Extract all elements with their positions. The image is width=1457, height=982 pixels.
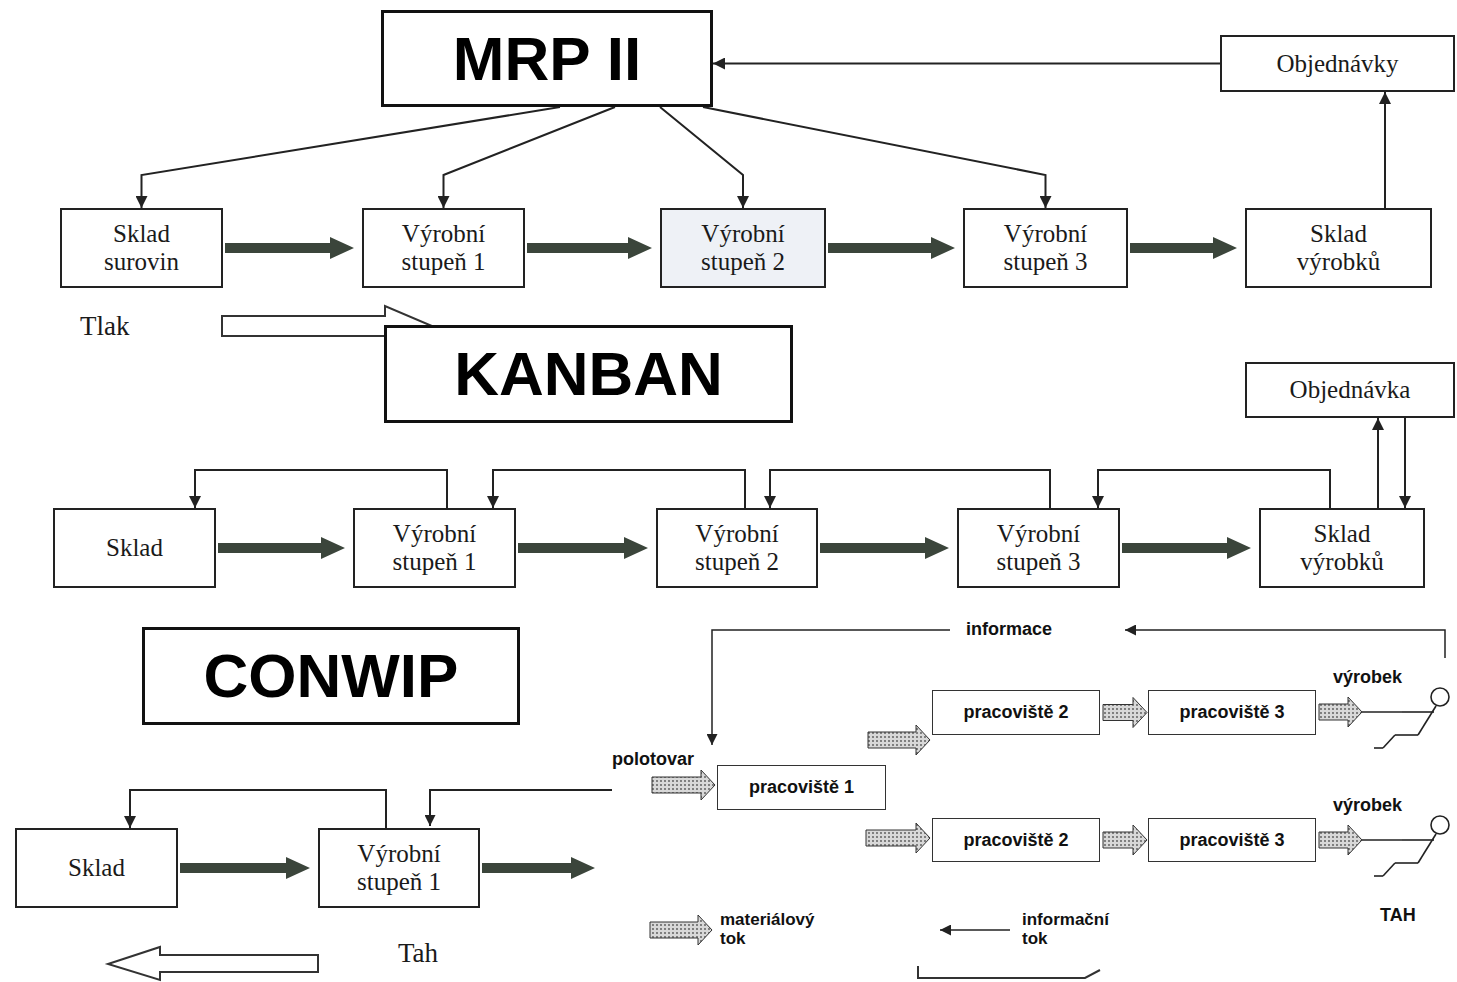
input-label: polotovar [612, 749, 694, 770]
kanban-signal [1098, 470, 1330, 508]
box-label: Sklad surovin [87, 220, 197, 276]
workstation-box: pracoviště 1 [717, 765, 886, 810]
storage-box: Sklad výrobků [1245, 208, 1432, 288]
box-label: Výrobní stupeň 3 [983, 220, 1108, 276]
material-arrow [518, 537, 648, 559]
box-label: Výrobní stupeň 2 [681, 220, 806, 276]
box-label: Výrobní stupeň 2 [675, 520, 800, 576]
material-arrow [527, 237, 652, 259]
info-arrow [444, 107, 616, 208]
workstation-box: pracoviště 2 [932, 818, 1100, 862]
storage-box: Sklad [53, 508, 216, 588]
info-arrow [703, 107, 1046, 208]
pull-arrow-fragment [918, 966, 1100, 978]
method-title: KANBAN [384, 325, 793, 423]
box-label: pracoviště 1 [749, 777, 854, 798]
info-line [430, 790, 612, 826]
stage-box: Výrobní stupeň 3 [963, 208, 1128, 288]
box-label: Výrobní stupeň 3 [976, 520, 1101, 576]
workstation-box: pracoviště 3 [1148, 690, 1316, 735]
order-box: Objednávky [1220, 35, 1455, 92]
stage-box: Výrobní stupeň 1 [362, 208, 525, 288]
material-arrow [1122, 537, 1251, 559]
pulling-figure [1362, 688, 1449, 748]
material-arrow [866, 823, 930, 853]
material-arrow [1319, 697, 1362, 727]
pull-label: Tah [398, 938, 438, 969]
material-arrow [828, 237, 955, 259]
legend-text: informační tok [1022, 911, 1122, 948]
material-arrow [218, 537, 345, 559]
method-title: MRP II [381, 10, 713, 107]
box-label: pracoviště 2 [963, 702, 1068, 723]
box-label: Sklad výrobků [1271, 220, 1406, 276]
box-label: Výrobní stupeň 1 [381, 220, 506, 276]
output-label: výrobek [1333, 667, 1402, 688]
order-box: Objednávka [1245, 362, 1455, 418]
info-arrow [1384, 92, 1386, 208]
info-arrow [660, 107, 743, 208]
info-arrow [713, 63, 1220, 65]
legend-swatch [940, 929, 1010, 931]
info-arrow [1377, 418, 1379, 508]
box-label: pracoviště 3 [1179, 702, 1284, 723]
kanban-signal [130, 790, 386, 828]
box-label: Výrobní stupeň 1 [372, 520, 497, 576]
material-arrow [180, 857, 310, 879]
info-label: informace [966, 619, 1052, 640]
material-arrow [820, 537, 949, 559]
material-arrow [1319, 825, 1362, 855]
box-label: Objednávky [1276, 50, 1398, 78]
method-title: CONWIP [142, 627, 520, 725]
storage-box: Sklad výrobků [1259, 508, 1425, 588]
stage-box: Výrobní stupeň 1 [353, 508, 516, 588]
box-label: KANBAN [454, 343, 723, 405]
box-label: Sklad [68, 854, 125, 882]
box-label: pracoviště 3 [1179, 830, 1284, 851]
workstation-box: pracoviště 2 [932, 690, 1100, 735]
pull-arrow [108, 947, 318, 980]
storage-box: Sklad [15, 828, 178, 908]
material-arrow [652, 770, 715, 800]
material-arrow [225, 237, 354, 259]
box-label: pracoviště 2 [963, 830, 1068, 851]
info-arrow [142, 107, 561, 208]
box-label: MRP II [453, 28, 641, 90]
box-label: Objednávka [1290, 376, 1411, 404]
legend-swatch [650, 915, 712, 945]
box-label: Sklad výrobků [1275, 520, 1410, 576]
kanban-signal [195, 470, 447, 508]
box-label: Sklad [106, 534, 163, 562]
stage-box: Výrobní stupeň 1 [318, 828, 480, 908]
material-arrow [868, 725, 930, 755]
material-arrow [1103, 825, 1147, 855]
info-line [1125, 630, 1445, 658]
push-label: Tlak [80, 311, 129, 342]
material-arrow [1130, 237, 1237, 259]
box-label: CONWIP [204, 645, 459, 707]
info-line [712, 630, 950, 745]
kanban-signal [493, 470, 745, 508]
info-arrow [1404, 418, 1406, 508]
storage-box: Sklad surovin [60, 208, 223, 288]
material-arrow [482, 857, 595, 879]
pull-label: TAH [1380, 905, 1416, 926]
stage-box: Výrobní stupeň 2 [660, 208, 826, 288]
material-arrow [1103, 698, 1147, 728]
pulling-figure [1362, 816, 1449, 876]
workstation-box: pracoviště 3 [1148, 818, 1316, 862]
kanban-signal [770, 470, 1050, 508]
legend-text: materiálový tok [720, 911, 825, 948]
stage-box: Výrobní stupeň 3 [957, 508, 1120, 588]
output-label: výrobek [1333, 795, 1402, 816]
stage-box: Výrobní stupeň 2 [656, 508, 818, 588]
box-label: Výrobní stupeň 1 [337, 840, 462, 896]
